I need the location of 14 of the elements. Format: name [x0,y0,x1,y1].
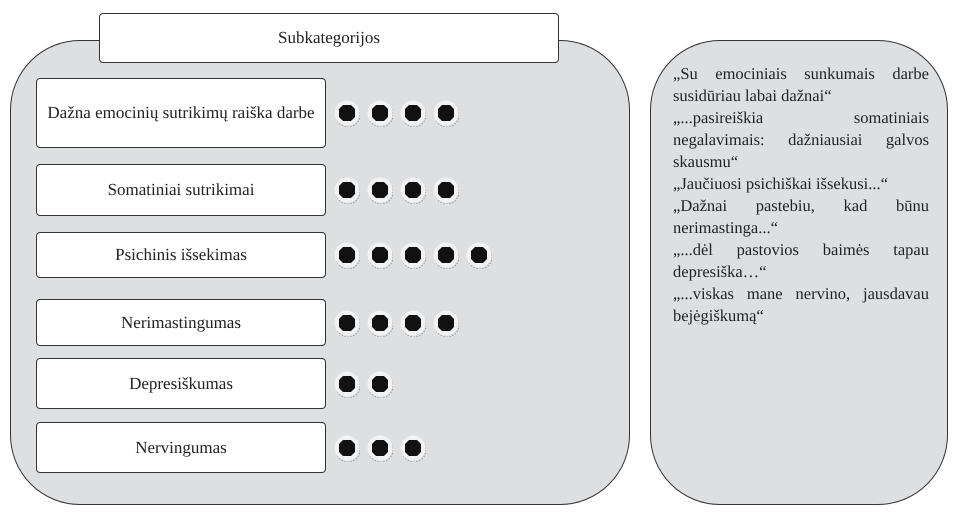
subcategory-box: Somatiniai sutrikimai [36,164,326,216]
subcategory-box: Depresiškumas [36,358,326,409]
panel-heading: Subkategorijos [99,13,559,63]
quote-text: „...pasireiškia somatiniais negalavimais: dažniausiai galvos skausmu“ [673,107,929,173]
quote-text: „...dėl pastovios baimės tapau depresiška…“ [673,239,929,283]
subcategory-box: Nerimastingumas [36,299,326,346]
quotes-panel [650,40,948,505]
quote-text: „Jaučiuosi psichiškai išsekusi...“ [673,173,889,195]
quote-text: „...viskas mane nervino, jausdavau bejėgiškumą“ [673,283,929,327]
quote-text: „Su emociniais sunkumais darbe susidūriau labai dažnai“ [673,63,929,107]
subcategory-box: Nervingumas [36,422,326,473]
quote-text: „Dažnai pastebiu, kad būnu nerimastinga...“ [673,195,929,239]
subcategory-box: Psichinis išsekimas [36,232,326,278]
subcategory-box: Dažna emocinių sutrikimų raiška darbe [36,78,326,148]
